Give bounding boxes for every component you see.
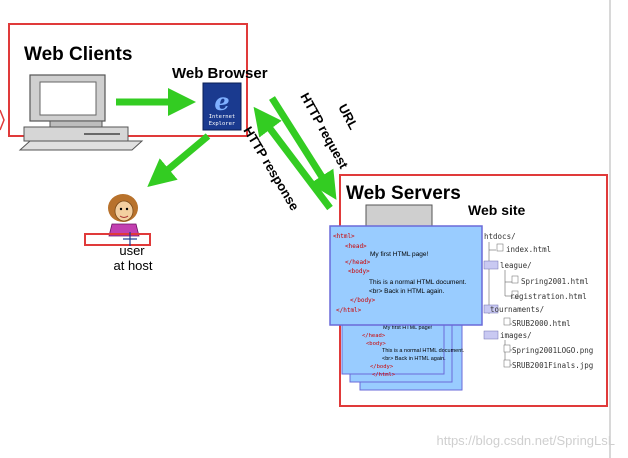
- file-tree-item: registration.html: [510, 292, 587, 301]
- svg-text:Explorer: Explorer: [209, 121, 236, 127]
- svg-text:My first HTML page!: My first HTML page!: [383, 325, 433, 331]
- svg-text:Internet: Internet: [209, 114, 236, 120]
- web-site-label: Web site: [468, 202, 526, 218]
- web-browser-label: Web Browser: [172, 65, 268, 82]
- svg-text:<body>: <body>: [348, 268, 370, 275]
- svg-text:</body>: </body>: [370, 364, 394, 370]
- file-tree-item: SRUB2000.html: [512, 319, 571, 328]
- desktop-computer-icon: [18, 74, 144, 151]
- file-tree: htdocs/ index.html league/ Spring2001.ht…: [483, 232, 593, 370]
- file-tree-item: tournaments/: [490, 305, 544, 314]
- svg-text:This is a normal HTML document: This is a normal HTML document.: [382, 348, 465, 354]
- arrow-browser-to-user: [147, 133, 211, 188]
- web-clients-label: Web Clients: [24, 44, 132, 65]
- svg-text:<body>: <body>: [366, 341, 387, 347]
- svg-text:<head>: <head>: [345, 243, 367, 250]
- watermark-text: https://blog.csdn.net/SpringLsL: [436, 433, 615, 448]
- file-tree-item: Spring2001.html: [521, 277, 589, 286]
- svg-text:<br> Back in HTML again.: <br> Back in HTML again.: [369, 288, 444, 295]
- internet-explorer-icon: e Internet Explorer: [202, 82, 242, 131]
- file-tree-item: SRUB2001Finals.jpg: [512, 361, 593, 370]
- user-figure-icon: [84, 194, 151, 246]
- user-label: user: [119, 243, 145, 258]
- arrow-http-response: [253, 106, 333, 211]
- at-host-label: at host: [113, 258, 152, 273]
- url-label: URL: [335, 101, 361, 132]
- svg-text:</head>: </head>: [362, 333, 386, 339]
- file-tree-item: images/: [500, 331, 532, 340]
- file-tree-item: htdocs/: [484, 232, 516, 241]
- edge-fragment: [0, 109, 5, 131]
- file-tree-item: league/: [500, 261, 532, 270]
- html-page-front: <html> <head> My first HTML page! </head…: [329, 225, 483, 326]
- svg-text:<br> Back in HTML again.: <br> Back in HTML again.: [382, 356, 446, 362]
- svg-text:My first HTML page!: My first HTML page!: [370, 251, 428, 258]
- svg-text:</head>: </head>: [345, 259, 371, 266]
- file-tree-item: Spring2001LOGO.png: [512, 346, 593, 355]
- svg-text:</html>: </html>: [372, 372, 396, 378]
- html-page-back-content: My first HTML page! </head> <body> This …: [362, 325, 465, 378]
- web-servers-label: Web Servers: [346, 183, 461, 204]
- svg-text:</html>: </html>: [336, 307, 362, 314]
- svg-text:<html>: <html>: [333, 233, 355, 240]
- svg-text:e: e: [214, 87, 229, 116]
- http-request-label: HTTP request: [297, 90, 351, 172]
- user-highlight-box: [84, 233, 151, 246]
- svg-text:</body>: </body>: [350, 297, 376, 304]
- file-tree-item: index.html: [506, 245, 551, 254]
- svg-text:This is a normal HTML document: This is a normal HTML document.: [369, 279, 466, 286]
